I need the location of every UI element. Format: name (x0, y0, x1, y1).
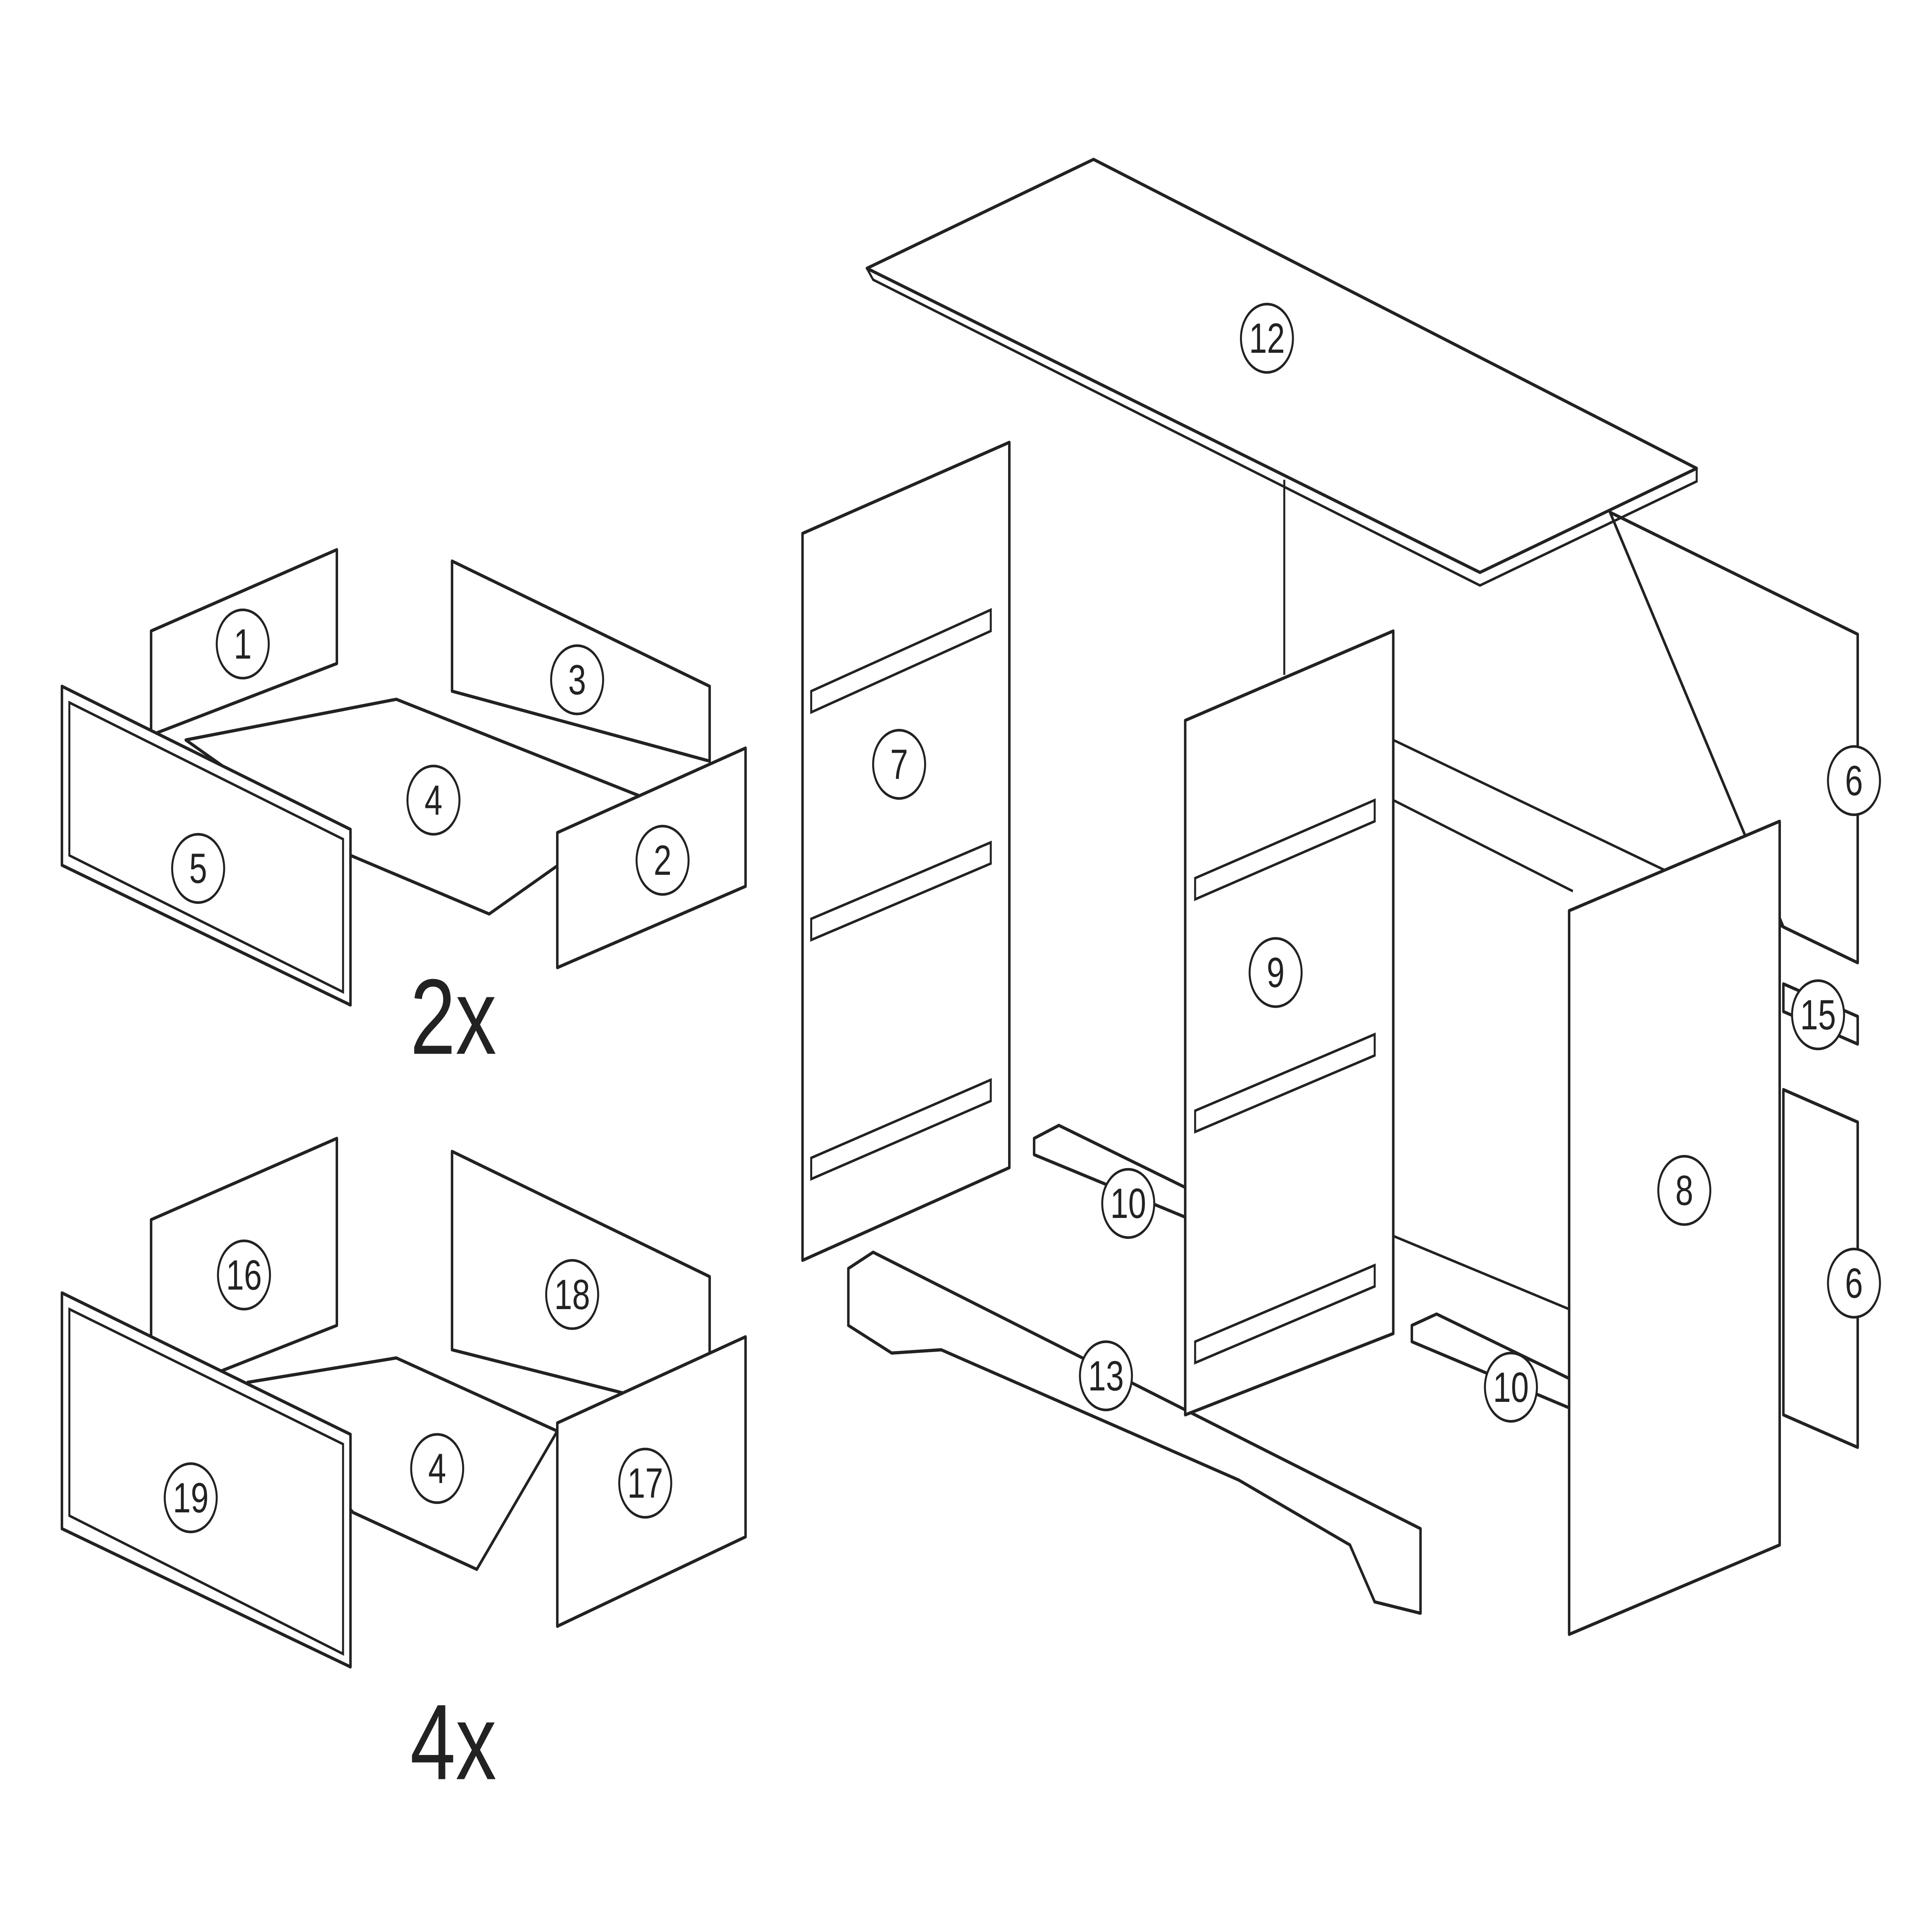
quantity-label: 2x (410, 957, 496, 1077)
label-part: 8 (1675, 1167, 1693, 1214)
label-part: 4 (425, 776, 442, 824)
small-drawer-group: 1 3 4 5 2 2x (61, 548, 747, 1077)
label-part: 19 (173, 1474, 209, 1522)
label-part: 3 (568, 656, 586, 704)
label-part: 5 (189, 845, 207, 892)
label-part: 18 (554, 1271, 590, 1318)
label-part: 10 (1493, 1364, 1529, 1411)
label-part: 4 (428, 1445, 446, 1492)
label-part: 13 (1088, 1352, 1124, 1400)
label-part: 7 (890, 741, 908, 788)
part-6-back-lower (1782, 1088, 1859, 1449)
label-part: 6 (1845, 757, 1863, 804)
label-part: 16 (226, 1251, 262, 1299)
part-9-divider (1184, 629, 1395, 1417)
quantity-label: 4x (410, 1683, 496, 1802)
label-part: 12 (1249, 315, 1285, 362)
part-6-back-upper (1609, 510, 1859, 964)
drawer-runners (810, 608, 1376, 1365)
label-part: 9 (1267, 949, 1284, 997)
label-part: 15 (1800, 991, 1836, 1039)
carcass-group: 12 7 9 8 6 6 15 10 10 13 (801, 158, 1881, 1636)
label-part: 1 (234, 620, 252, 668)
label-part: 17 (628, 1459, 663, 1507)
label-part: 10 (1111, 1180, 1146, 1227)
large-drawer-group: 16 18 4 19 17 4x (61, 1136, 747, 1802)
label-part: 6 (1845, 1259, 1863, 1307)
label-part: 2 (654, 837, 672, 884)
part-13-plinth (847, 1250, 1422, 1615)
part-8-right-side (1568, 820, 1781, 1636)
